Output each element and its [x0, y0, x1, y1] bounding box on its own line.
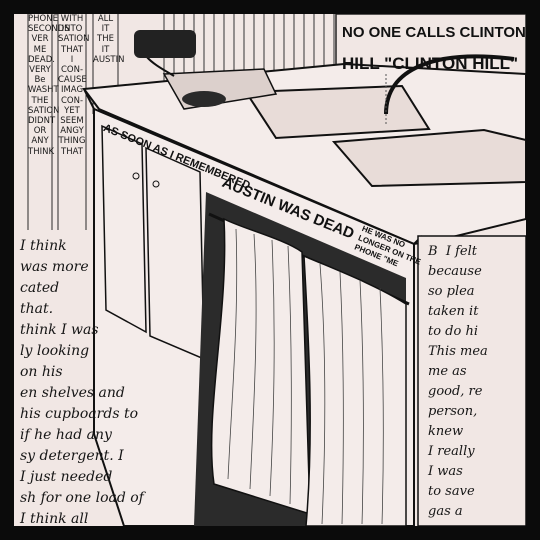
header-line-1: NO ONE CALLS CLINTON: [342, 24, 526, 41]
dish-rack: [134, 30, 196, 58]
journal-drawing: PHONE SECONDS VER ME DEAD. VERY Be WASHT…: [14, 14, 526, 526]
handwritten-paragraph-left: I think was more cated that. think I was…: [20, 238, 144, 526]
column-text-3: ALL IT THE IT AUSTIN: [93, 14, 125, 65]
right-text-panel: [417, 235, 526, 526]
cabinet-door-left: [101, 124, 147, 334]
sink-basin-right: [331, 128, 526, 188]
faucet: [384, 54, 515, 115]
curtain-right: [303, 254, 407, 526]
column-text-1: PHONE SECONDS VER ME DEAD. VERY Be WASHT…: [28, 14, 70, 157]
telephone-handset: [182, 91, 226, 107]
sink-basin-left: [244, 84, 431, 140]
sink-cabinet-drawing: [27, 14, 526, 526]
ruled-columns: [27, 14, 119, 230]
curtain-left: [210, 217, 311, 516]
header-line-2: HILL "CLINTON HILL": [342, 54, 519, 73]
column-text-2: WITH INTO SATION THAT I CON- CAUSE IMAG …: [58, 14, 90, 157]
handwritten-paragraph-right: B I felt because so plea taken it to do …: [428, 244, 488, 519]
